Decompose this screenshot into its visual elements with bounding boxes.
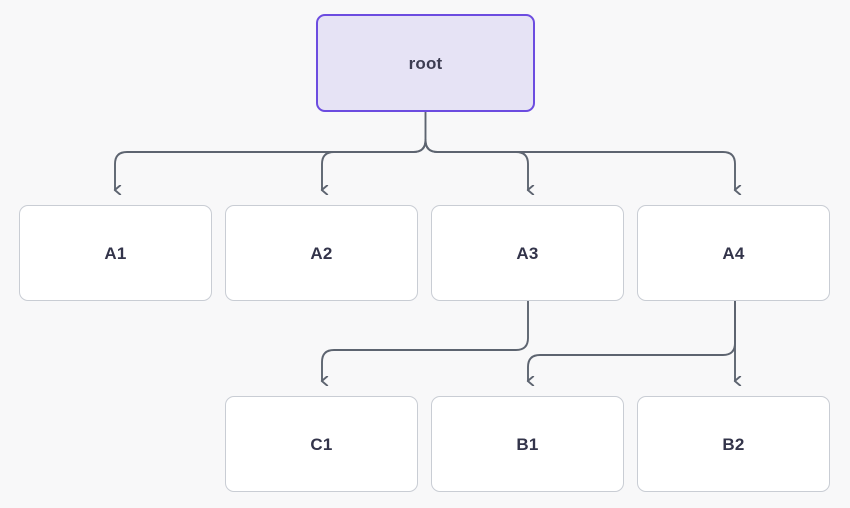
node-a3[interactable]: A3 xyxy=(431,205,624,301)
node-c1[interactable]: C1 xyxy=(225,396,418,492)
node-a3-label: A3 xyxy=(516,243,539,263)
node-a1[interactable]: A1 xyxy=(19,205,212,301)
node-a4-label: A4 xyxy=(722,243,745,263)
node-a1-label: A1 xyxy=(104,243,127,263)
edge-A4-B1 xyxy=(528,300,736,381)
edge-root-A2 xyxy=(322,139,427,190)
node-a4[interactable]: A4 xyxy=(637,205,830,301)
node-root-label: root xyxy=(408,53,443,73)
node-b2[interactable]: B2 xyxy=(637,396,830,492)
edge-root-A3 xyxy=(424,139,529,190)
edge-A3-C1 xyxy=(322,300,529,381)
node-b1-label: B1 xyxy=(516,434,539,454)
node-a2[interactable]: A2 xyxy=(225,205,418,301)
node-c1-label: C1 xyxy=(310,434,333,454)
edge-root-A4 xyxy=(424,139,736,190)
node-b1[interactable]: B1 xyxy=(431,396,624,492)
node-root[interactable]: root xyxy=(316,14,535,112)
node-a2-label: A2 xyxy=(310,243,333,263)
node-b2-label: B2 xyxy=(722,434,745,454)
edge-root-A1 xyxy=(115,139,427,190)
